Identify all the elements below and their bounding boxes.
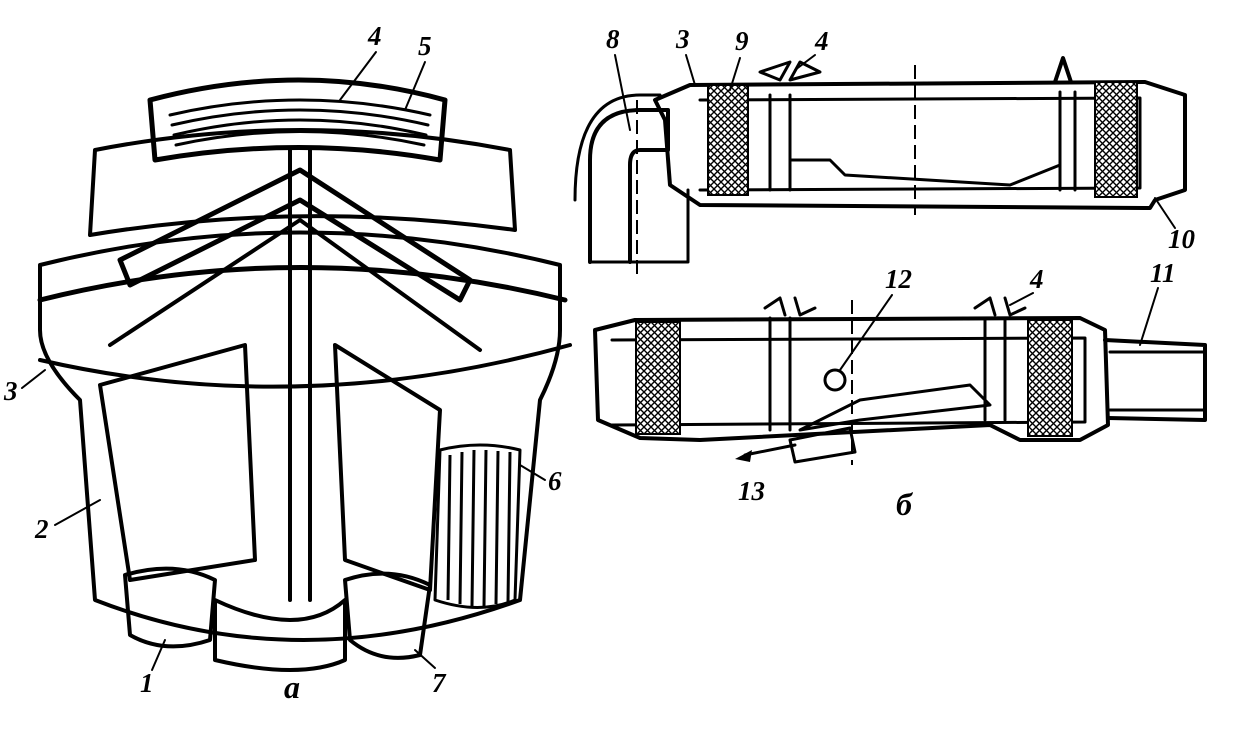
label-b-8: 8 xyxy=(606,24,620,54)
caption-b: б xyxy=(896,486,914,522)
view-b-top-section xyxy=(573,56,1187,275)
label-a-5: 5 xyxy=(418,31,432,61)
label-b-9: 9 xyxy=(735,26,749,56)
label-a-6: 6 xyxy=(548,466,562,496)
view-b-bottom-labels: 12 4 11 13 б xyxy=(738,258,1176,522)
label-a-2: 2 xyxy=(34,514,49,544)
view-a-cutaway-filter xyxy=(37,77,572,672)
view-b-bottom-section xyxy=(593,296,1207,465)
view-a-labels: 4 5 3 2 6 1 7 а xyxy=(3,21,562,705)
label-b-13: 13 xyxy=(738,476,765,506)
label-a-4: 4 xyxy=(367,21,382,51)
label-a-7: 7 xyxy=(432,668,447,698)
label-b-10: 10 xyxy=(1168,224,1196,254)
label-a-1: 1 xyxy=(140,668,154,698)
caption-a: а xyxy=(284,669,300,705)
view-b-top-labels: 8 3 9 4 10 xyxy=(606,24,1196,254)
label-b-3: 3 xyxy=(675,24,690,54)
label-b-4-top: 4 xyxy=(814,26,829,56)
label-a-3: 3 xyxy=(3,376,18,406)
label-b-11: 11 xyxy=(1150,258,1176,288)
label-b-4-bottom: 4 xyxy=(1029,264,1044,294)
label-b-12: 12 xyxy=(885,264,912,294)
